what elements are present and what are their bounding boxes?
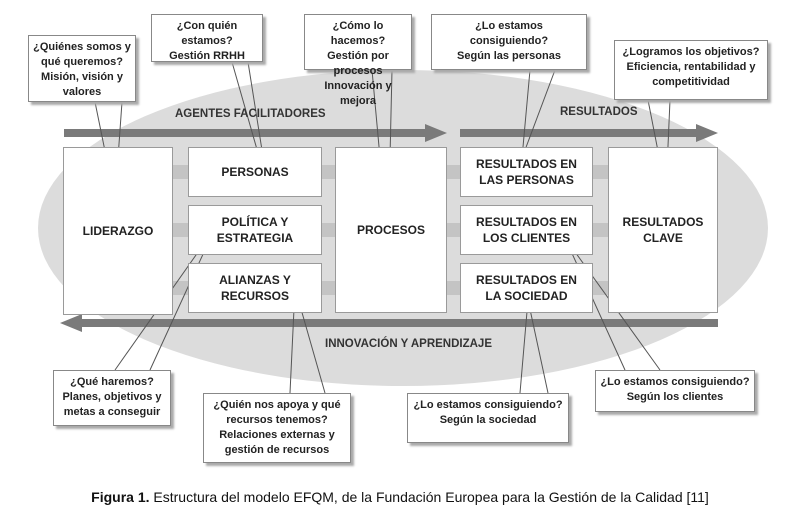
callout-line: valores — [62, 86, 102, 98]
callout-line: ¿Con quién estamos? — [176, 20, 238, 47]
alliances-resources-box: ALIANZAS Y RECURSOS — [188, 263, 322, 313]
callout-line: Según los clientes — [626, 391, 724, 403]
key-results-box: RESULTADOS CLAVE — [608, 147, 718, 313]
policy-strategy-box: POLÍTICA Y ESTRATEGIA — [188, 205, 322, 255]
innovation-arrow — [60, 314, 718, 332]
callout-line: ¿Lo estamos consiguiendo? — [600, 376, 750, 388]
box-line: LAS PERSONAS — [479, 173, 574, 187]
box-line: ALIANZAS Y — [219, 273, 291, 287]
callout-customer-results: ¿Lo estamos consiguiendo? Según los clien… — [595, 370, 755, 412]
box-line: RESULTADOS EN — [476, 273, 577, 287]
callout-line: Innovación y mejora — [324, 80, 392, 107]
box-line: RESULTADOS EN — [476, 215, 577, 229]
box-line: POLÍTICA Y — [221, 215, 289, 229]
callout-line: gestión de recursos — [224, 444, 330, 456]
callout-line: ¿Quién nos apoya y qué — [213, 399, 341, 411]
callout-line: Eficiencia, rentabilidad y — [626, 61, 756, 73]
callout-line: Planes, objetivos y — [62, 391, 162, 403]
box-line: RECURSOS — [220, 289, 289, 303]
callout-line: ¿Lo estamos consiguiendo? — [413, 399, 563, 411]
results-label: RESULTADOS — [560, 106, 638, 118]
callout-alliances: ¿Quién nos apoya y qué recursos tenemos? R… — [203, 393, 351, 463]
callout-line: ¿Qué haremos? — [70, 376, 154, 388]
results-arrow — [460, 124, 718, 142]
figure-caption: Figura 1. Estructura del modelo EFQM, de… — [0, 489, 800, 505]
box-line: LA SOCIEDAD — [485, 289, 568, 303]
callout-line: Relaciones externas y — [219, 429, 335, 441]
enablers-label: AGENTES FACILITADORES — [175, 108, 326, 120]
callout-line: ¿Logramos los objetivos? — [622, 46, 760, 58]
box-line: CLAVE — [643, 231, 683, 245]
callout-line: Según la sociedad — [439, 414, 537, 426]
callout-line: ¿Cómo lo hacemos? — [330, 20, 386, 47]
connectors — [173, 165, 608, 295]
callout-line: Gestión por procesos — [327, 50, 389, 77]
enablers-arrow — [64, 124, 447, 142]
callout-line: Según las personas — [457, 50, 561, 62]
people-results-box: RESULTADOS EN LAS PERSONAS — [460, 147, 593, 197]
box-line: RESULTADOS — [622, 215, 704, 229]
callout-leadership: ¿Quiénes somos y qué queremos? Misión, vis… — [28, 35, 136, 102]
innovation-label: INNOVACIÓN Y APRENDIZAJE — [325, 338, 492, 350]
callout-line: Misión, visión y — [41, 71, 123, 83]
society-results-box: RESULTADOS EN LA SOCIEDAD — [460, 263, 593, 313]
box-line: ESTRATEGIA — [216, 231, 294, 245]
processes-box: PROCESOS — [335, 147, 447, 313]
people-box: PERSONAS — [188, 147, 322, 197]
callout-line: recursos tenemos? — [226, 414, 328, 426]
customer-results-box: RESULTADOS EN LOS CLIENTES — [460, 205, 593, 255]
caption-label: Figura 1. — [91, 489, 150, 505]
callout-line: competitividad — [652, 76, 730, 88]
callout-key-results: ¿Logramos los objetivos? Eficiencia, rent… — [614, 40, 768, 100]
callout-policy: ¿Qué haremos? Planes, objetivos y metas a … — [53, 370, 171, 426]
leadership-box: LIDERAZGO — [63, 147, 173, 315]
box-line: RESULTADOS EN — [476, 157, 577, 171]
callout-people-results: ¿Lo estamos consiguiendo? Según las perso… — [431, 14, 587, 70]
callout-society-results: ¿Lo estamos consiguiendo? Según la socied… — [407, 393, 569, 443]
callout-line: ¿Lo estamos consiguiendo? — [469, 20, 549, 47]
callout-line: qué queremos? — [41, 56, 123, 68]
callout-line: ¿Quiénes somos y — [33, 41, 131, 53]
box-line: LOS CLIENTES — [482, 231, 571, 245]
callout-line: Gestión RRHH — [169, 50, 245, 62]
callout-line: metas a conseguir — [63, 406, 161, 418]
caption-text: Estructura del modelo EFQM, de la Fundac… — [149, 489, 709, 505]
callout-people: ¿Con quién estamos? Gestión RRHH — [151, 14, 263, 62]
